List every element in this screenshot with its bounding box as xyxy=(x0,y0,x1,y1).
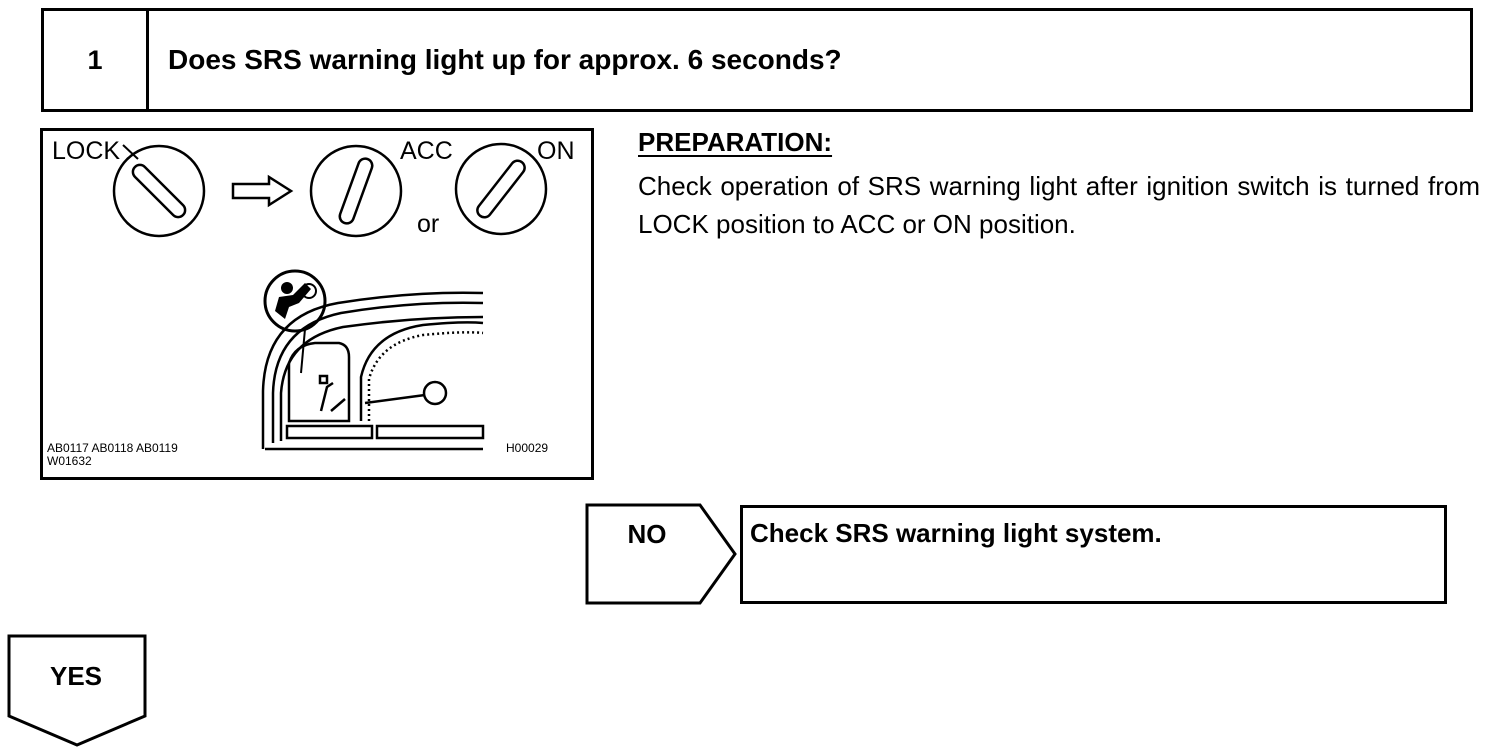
step-question: Does SRS warning light up for approx. 6 … xyxy=(168,44,842,75)
lock-label: LOCK xyxy=(52,137,121,165)
step-number: 1 xyxy=(87,44,103,75)
preparation-heading: PREPARATION: xyxy=(638,127,833,157)
step-divider xyxy=(146,8,149,112)
figure-code-left-2: W01632 xyxy=(47,454,92,468)
ignition-figure: LOCK ACC ON or AB0117 AB0118 AB0119 W016… xyxy=(40,128,594,480)
preparation-text: Check operation of SRS warning light aft… xyxy=(638,171,1480,239)
acc-label: ACC xyxy=(400,137,453,165)
key-on-icon xyxy=(454,142,548,236)
airbag-warning-icon xyxy=(275,282,317,319)
key-lock-icon xyxy=(112,144,206,238)
no-result-text: Check SRS warning light system. xyxy=(750,518,1162,548)
figure-code-left: AB0117 AB0118 AB0119 xyxy=(47,441,178,455)
figure-illustration xyxy=(112,142,548,451)
yes-arrow-shape xyxy=(7,634,147,747)
no-result-box xyxy=(740,505,1447,604)
or-label: or xyxy=(417,210,440,238)
step-header-box xyxy=(41,8,1473,112)
key-acc-icon xyxy=(309,144,403,238)
arrow-icon xyxy=(231,174,294,208)
on-label: ON xyxy=(537,137,575,165)
figure-code-right: H00029 xyxy=(506,441,549,455)
yes-branch-label: YES xyxy=(49,660,103,691)
no-branch-label: NO xyxy=(627,519,667,549)
lock-leader-line xyxy=(122,144,139,160)
instrument-cluster-icon xyxy=(261,269,485,451)
no-arrow-shape xyxy=(585,503,737,605)
